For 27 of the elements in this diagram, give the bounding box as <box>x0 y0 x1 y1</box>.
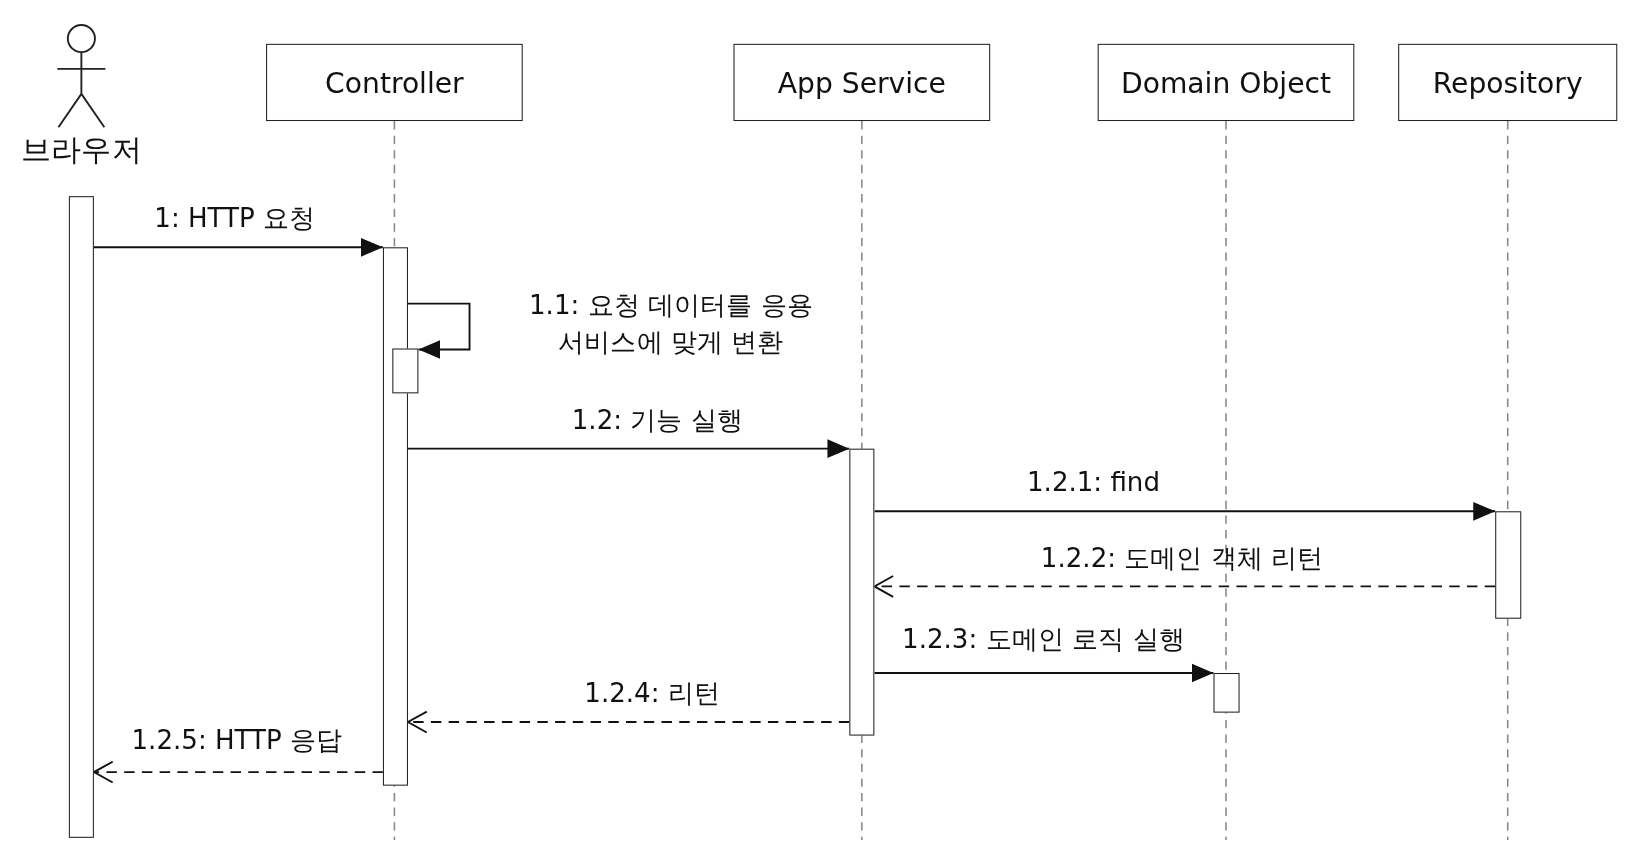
actor-label: 브라우저 <box>20 130 142 169</box>
lifeline-box: App Service <box>733 43 991 122</box>
message-label: 1.1: 요청 데이터를 응용 서비스에 맞게 변환 <box>528 289 814 359</box>
message-label: 1.2.1: find <box>1027 466 1160 500</box>
message-label: 1.2.4: 리턴 <box>584 677 720 711</box>
message-arrow <box>407 439 851 459</box>
return-arrow <box>407 710 851 734</box>
activation-bar <box>849 448 875 736</box>
lifeline-box: Controller <box>266 43 523 122</box>
activation-bar <box>68 196 94 838</box>
message-label: 1.2: 기능 실행 <box>571 403 743 438</box>
message-label: 1.2.5: HTTP 응답 <box>131 724 343 758</box>
message-label: 1.2.3: 도메인 로직 실행 <box>902 622 1185 657</box>
return-arrow <box>92 760 384 784</box>
activation-bar <box>382 247 408 786</box>
message-arrow <box>407 302 471 359</box>
activation-bar <box>392 348 419 394</box>
lifeline-box: Domain Object <box>1097 43 1355 122</box>
activation-bar <box>1213 673 1240 713</box>
activation-bar <box>1495 511 1522 619</box>
return-arrow <box>873 575 1497 598</box>
message-label: 1: HTTP 요청 <box>154 202 316 236</box>
message-arrow <box>92 237 384 257</box>
message-arrow <box>873 501 1497 521</box>
message-label: 1.2.2: 도메인 객체 리턴 <box>1040 541 1324 575</box>
lifeline-box: Repository <box>1398 43 1618 122</box>
message-arrow <box>873 663 1215 683</box>
